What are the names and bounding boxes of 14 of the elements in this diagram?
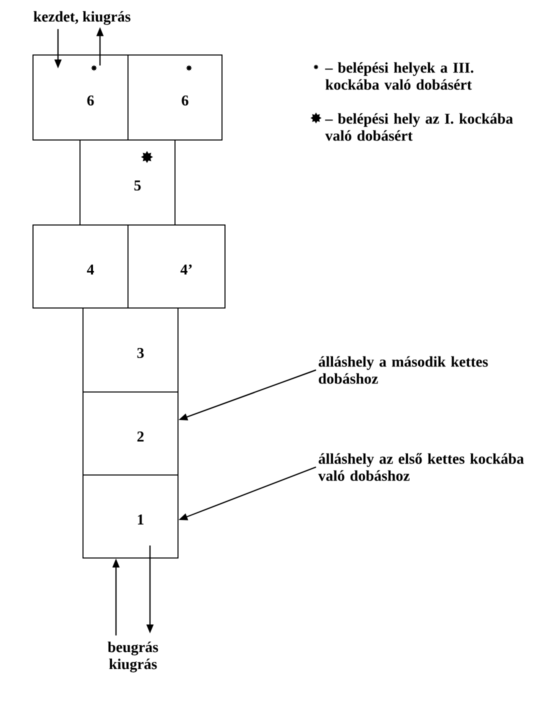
hopscotch-cell: 6	[32, 54, 128, 140]
hopscotch-cell: 3	[82, 308, 178, 392]
legend-text: – belépési helyek a III. kockába való dobásért	[325, 62, 474, 90]
hopscotch-cell: 4	[32, 224, 128, 308]
hopscotch-cell: 4’	[128, 224, 226, 308]
hopscotch-cell: 5	[80, 140, 176, 226]
hopscotch-cell: 2	[82, 392, 178, 476]
hopscotch-cell: 6	[128, 54, 222, 140]
note-text: álláshely a második kettes dobáshoz	[318, 356, 488, 384]
legend-text: – belépési hely az I. kockába való dobásért	[325, 113, 513, 141]
hopscotch-cell: 1	[82, 474, 178, 558]
note-text: kezdet, kiugrás	[34, 11, 130, 25]
note-text: álláshely az első kettes kockába való dobáshoz	[318, 453, 524, 481]
note-text: beugrás kiugrás	[108, 642, 158, 672]
